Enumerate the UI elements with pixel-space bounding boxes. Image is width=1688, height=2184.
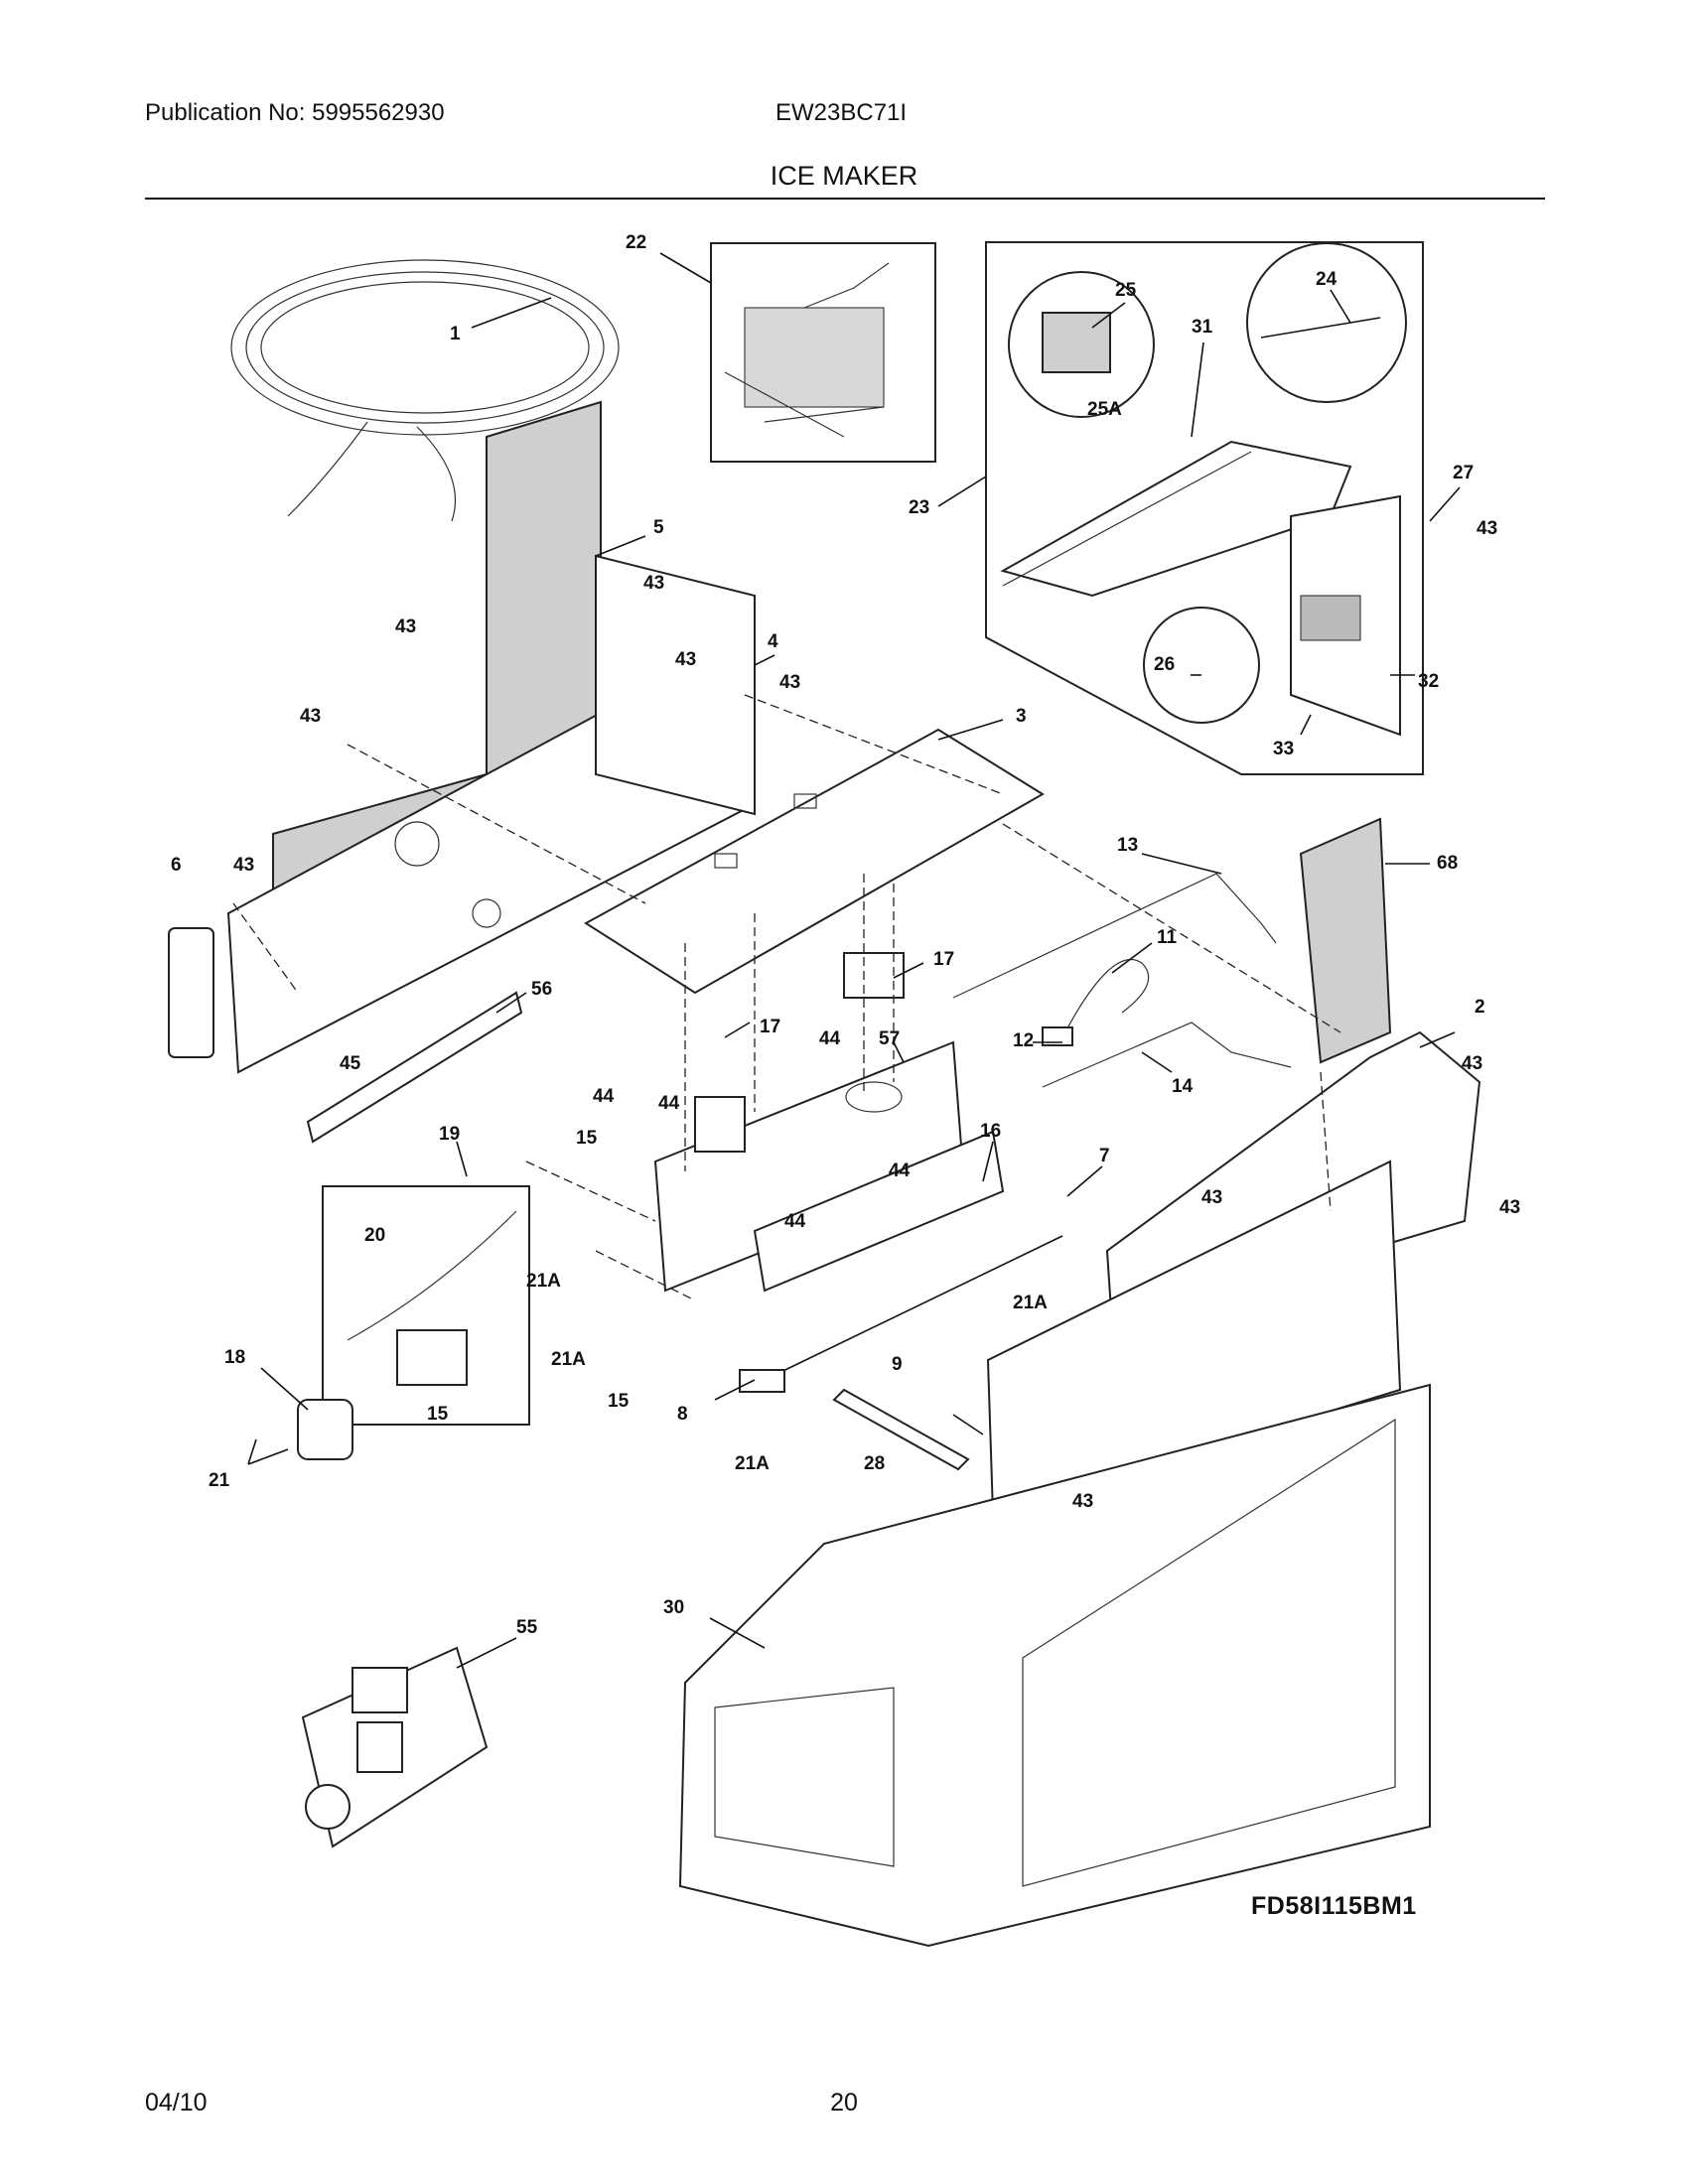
top-plate [584, 728, 1045, 995]
callout-43c: 43 [395, 616, 416, 637]
page-title: ICE MAKER [770, 161, 918, 191]
callout-23: 23 [909, 497, 929, 518]
callout-4: 4 [768, 631, 778, 652]
callout-21a-d: 21A [735, 1453, 770, 1474]
callout-15b: 15 [608, 1391, 630, 1412]
callout-44c: 44 [593, 1086, 615, 1107]
callout-6: 6 [171, 855, 182, 876]
assembly-guide-lines [232, 694, 1341, 1301]
callout-43e: 43 [779, 672, 800, 693]
callout-43g: 43 [233, 855, 254, 876]
publication-number: Publication No: 5995562930 [145, 99, 445, 126]
header-rule [145, 198, 1545, 200]
callout-14: 14 [1172, 1076, 1194, 1097]
mounting-panel [226, 554, 757, 1074]
water-tube-coil [230, 259, 620, 522]
callout-9: 9 [892, 1354, 903, 1375]
callout-3: 3 [1016, 706, 1027, 727]
callout-20: 20 [364, 1225, 385, 1246]
callout-2: 2 [1475, 997, 1485, 1018]
callout-25: 25 [1115, 280, 1137, 301]
fill-tube-box [322, 1185, 530, 1426]
callout-13: 13 [1117, 835, 1138, 856]
callout-12: 12 [1013, 1030, 1034, 1051]
front-plate [986, 1160, 1402, 1516]
callout-15c: 15 [427, 1404, 449, 1425]
callout-43d: 43 [675, 649, 696, 670]
rear-bracket [1105, 1030, 1481, 1327]
side-bracket [168, 927, 214, 1058]
callout-43i: 43 [1201, 1187, 1222, 1208]
callout-43a: 43 [1477, 518, 1497, 539]
callout-31: 31 [1192, 317, 1213, 338]
callout-43f: 43 [300, 706, 321, 727]
callout-43j: 43 [1499, 1197, 1520, 1218]
model-number: EW23BC71I [775, 99, 908, 126]
callout-43h: 43 [1462, 1053, 1482, 1074]
water-valve-small [297, 1399, 353, 1460]
water-valve [301, 1646, 489, 1848]
callout-1: 1 [450, 324, 461, 344]
callout-44a: 44 [819, 1028, 841, 1049]
callout-16: 16 [980, 1121, 1001, 1142]
callout-18: 18 [224, 1347, 245, 1368]
callout-56: 56 [531, 979, 552, 1000]
ice-maker-assembly-box [985, 241, 1424, 775]
callout-33: 33 [1273, 739, 1294, 759]
diagram-code: FD58I115BM1 [1251, 1892, 1417, 1920]
callout-68: 68 [1437, 853, 1458, 874]
callout-22: 22 [626, 232, 646, 253]
bail-arm [832, 1388, 970, 1471]
callout-28: 28 [864, 1453, 885, 1474]
callout-43b: 43 [643, 573, 664, 594]
lower-strip [306, 991, 523, 1144]
callout-21a-a: 21A [526, 1271, 561, 1292]
cover-plate [1299, 817, 1392, 1064]
callout-55: 55 [516, 1617, 538, 1638]
callout-21a-c: 21A [551, 1349, 586, 1370]
callout-45: 45 [340, 1053, 361, 1074]
callout-32: 32 [1418, 671, 1439, 692]
callout-19: 19 [439, 1124, 460, 1145]
callout-11: 11 [1157, 927, 1178, 948]
callout-57: 57 [879, 1028, 900, 1049]
callout-5: 5 [653, 517, 664, 538]
callout-17b: 17 [760, 1017, 780, 1037]
ice-bin [678, 1383, 1431, 1948]
footer-date: 04/10 [145, 2089, 208, 2116]
wiring-harnesses [952, 873, 1292, 1088]
callout-44b: 44 [658, 1093, 680, 1114]
callout-7: 7 [1099, 1146, 1110, 1166]
callout-leaders [247, 252, 1461, 1669]
callout-44e: 44 [784, 1211, 806, 1232]
callout-21: 21 [209, 1470, 230, 1491]
callout-30: 30 [663, 1597, 684, 1618]
rod-clip [739, 1369, 785, 1393]
callout-15a: 15 [576, 1128, 598, 1149]
rod [764, 1235, 1063, 1381]
callout-24: 24 [1316, 269, 1337, 290]
callout-27: 27 [1453, 463, 1474, 483]
callout-17a: 17 [933, 949, 954, 970]
callout-8: 8 [677, 1404, 688, 1425]
callout-44d: 44 [889, 1160, 911, 1181]
harness-kit-box [710, 242, 936, 463]
callout-labels: 1 22 23 24 25 25A 31 26 27 43 32 33 5 43… [171, 232, 1520, 1638]
callout-26: 26 [1154, 654, 1175, 675]
callout-21a-b: 21A [1013, 1293, 1048, 1313]
callout-25a: 25A [1087, 399, 1122, 420]
footer-page-number: 20 [830, 2089, 858, 2116]
mold-housing [653, 952, 1005, 1293]
callout-43k: 43 [1072, 1491, 1093, 1512]
